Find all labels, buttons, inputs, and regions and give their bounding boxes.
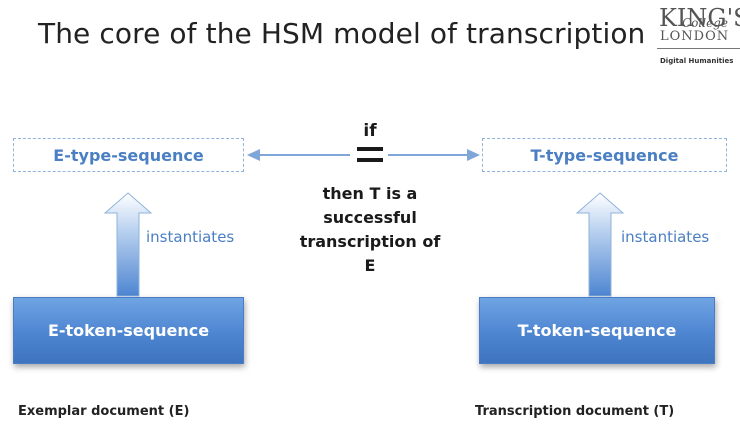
transcription-document-label: Transcription document (T)	[475, 404, 675, 419]
instantiates-label-right: instantiates	[621, 228, 710, 246]
t-token-sequence-box: T-token-sequence	[479, 297, 715, 364]
slide-title: The core of the HSM model of transcripti…	[38, 17, 646, 50]
up-arrow-left-icon	[103, 192, 153, 297]
double-headed-arrow	[247, 149, 480, 161]
e-token-sequence-box: E-token-sequence	[13, 297, 244, 364]
condition-text: then T is a successful transcription of …	[299, 184, 441, 275]
e-type-sequence-box: E-type-sequence	[13, 138, 244, 172]
if-label: if	[363, 121, 377, 141]
logo-divider	[657, 48, 740, 49]
logo-london: LONDON	[660, 29, 730, 44]
kings-college-london-logo: KING'S College LONDON Digital Humanities	[657, 2, 740, 68]
equals-icon	[357, 147, 383, 162]
logo-kings: KING'S	[659, 4, 740, 32]
t-type-sequence-box: T-type-sequence	[482, 138, 727, 172]
logo-department: Digital Humanities	[660, 57, 734, 65]
exemplar-document-label: Exemplar document (E)	[18, 404, 190, 419]
instantiates-label-left: instantiates	[146, 228, 235, 246]
logo-college: College	[682, 16, 728, 30]
up-arrow-right-icon	[575, 192, 625, 297]
